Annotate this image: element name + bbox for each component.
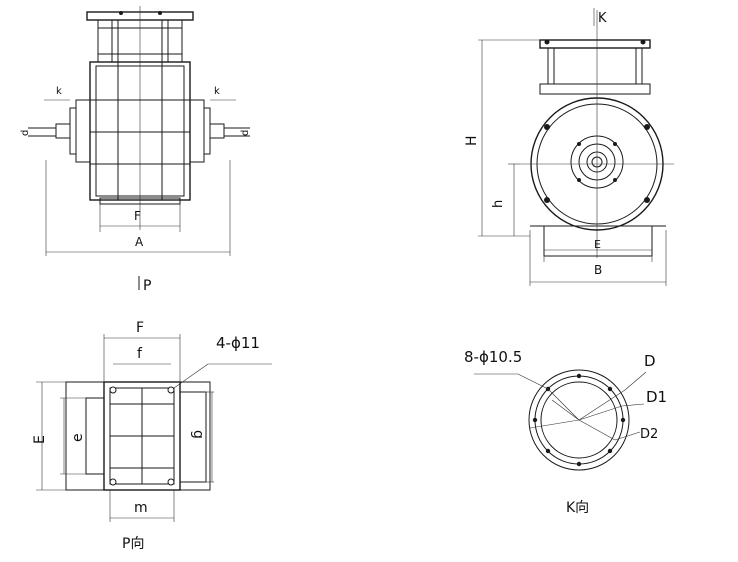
k-bolt-holes: [532, 373, 626, 467]
front-dim-A: A: [135, 235, 144, 249]
k-dim-D2: D2: [640, 427, 658, 442]
front-dim-F: F: [134, 209, 141, 223]
front-view-arrow-P: P: [143, 278, 151, 294]
front-view: k k d d F A P: [20, 6, 251, 294]
front-dim-k-left: k: [56, 86, 62, 97]
p-dim-m: m: [134, 500, 148, 516]
front-dim-d-left: d: [20, 130, 31, 136]
side-dim-K: K: [598, 11, 607, 26]
side-view: K H h E B: [464, 8, 674, 286]
p-hole-callout: 4-ϕ11: [216, 334, 260, 352]
p-dim-e: e: [70, 433, 86, 442]
p-dim-F: F: [136, 320, 144, 336]
side-dim-H: H: [464, 135, 480, 146]
side-dim-h: h: [491, 200, 506, 208]
k-hole-callout: 8-ϕ10.5: [464, 348, 522, 366]
k-dim-D: D: [644, 352, 656, 370]
front-dim-d-right: d: [240, 130, 251, 136]
p-view-caption: P向: [122, 536, 144, 552]
p-dim-E: E: [32, 435, 48, 444]
side-dim-B: B: [594, 263, 602, 277]
p-dim-g: g: [190, 430, 206, 439]
side-dim-E: E: [594, 238, 601, 251]
k-view: 8-ϕ10.5 D D1 D2 K向: [464, 348, 667, 516]
k-dim-D1: D1: [646, 388, 667, 406]
p-dim-f: f: [137, 346, 143, 362]
front-dim-k-right: k: [214, 86, 220, 97]
k-view-caption: K向: [566, 500, 589, 516]
p-view: F f E e g m 4-ϕ11 P向: [32, 320, 272, 552]
